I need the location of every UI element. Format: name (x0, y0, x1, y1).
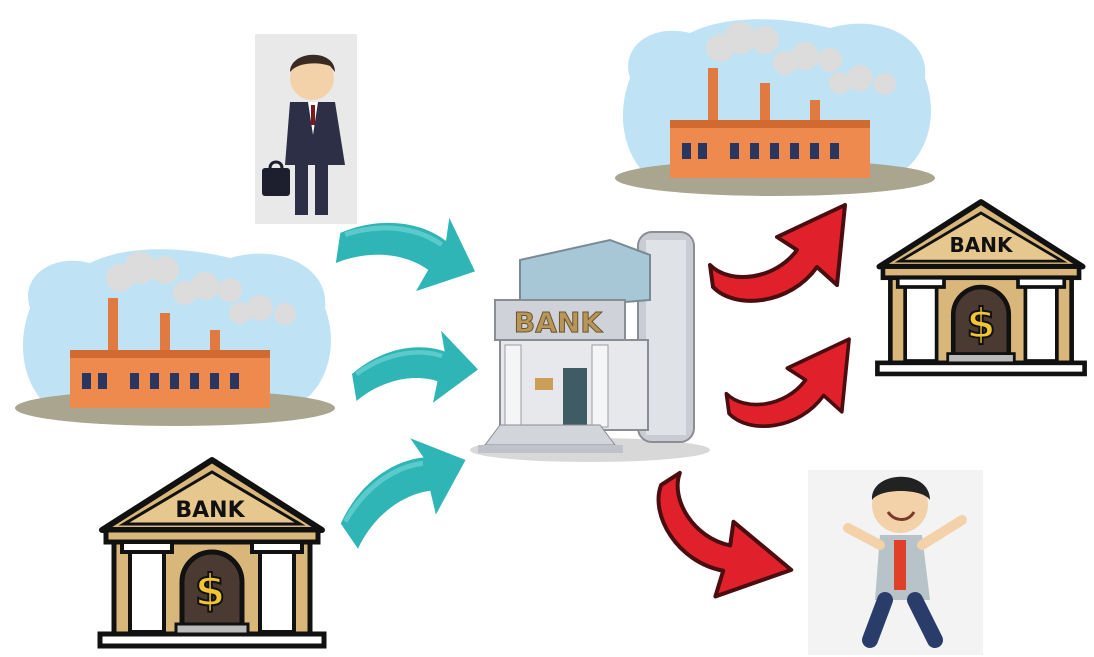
bank-source: BANK $ (100, 460, 324, 646)
person-destination (808, 470, 983, 655)
outflow-arrow-person (645, 445, 794, 613)
inflow-arrow-factory (352, 331, 478, 403)
bank-source-label: BANK (175, 498, 245, 523)
inflow-arrow-bank (320, 421, 481, 553)
factory-source (15, 249, 335, 426)
bank-destination-label: BANK (950, 233, 1014, 257)
central-bank-label: BANK (514, 306, 603, 339)
outflow-arrow-bank (724, 337, 851, 429)
dollar-sign-icon: $ (195, 565, 226, 616)
central-bank: BANK (470, 231, 710, 462)
dollar-sign-icon: $ (966, 299, 995, 348)
factory-destination (615, 19, 935, 196)
outflow-arrow-factory (708, 203, 847, 303)
bank-destination: BANK $ (877, 202, 1084, 374)
businessman-source (255, 34, 357, 224)
